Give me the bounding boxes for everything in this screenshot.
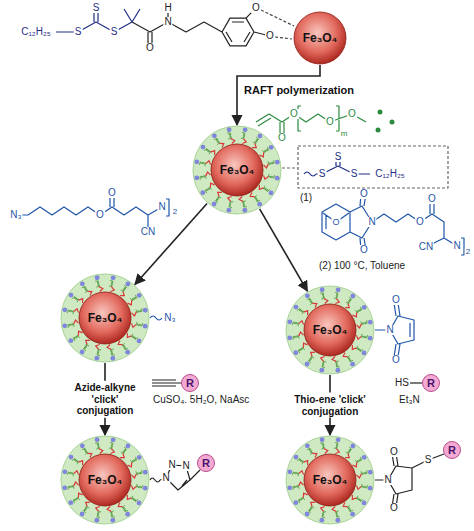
anchor-bonds <box>132 8 270 48</box>
nanoparticle: Fe₃O₄ <box>285 435 375 525</box>
group-symbol: R <box>186 378 194 389</box>
atom-label: CN <box>418 242 434 252</box>
atom-label: O <box>347 109 357 119</box>
substituent-circle: R <box>197 454 215 472</box>
atom-label: O <box>359 189 369 199</box>
atom-label: S <box>424 455 433 465</box>
substituent-circle: R <box>422 374 440 392</box>
alkyne-bonds <box>152 380 182 386</box>
nanoparticle: Fe₃O₄ <box>60 435 150 525</box>
atom-label: N <box>367 217 376 227</box>
atom-label: N <box>161 473 170 483</box>
substituent-circle: R <box>443 441 461 459</box>
reaction-arrow <box>260 209 308 291</box>
atom-label: O <box>391 295 401 305</box>
atom-label: S <box>74 27 83 37</box>
atom-label: O <box>427 194 437 204</box>
atom-label: N <box>167 460 176 470</box>
atom-label: O <box>289 109 299 119</box>
atom-label: S <box>92 3 101 13</box>
atom-label: O <box>331 218 340 227</box>
atom-label: O <box>265 31 275 41</box>
particle-label: Fe₃O₄ <box>313 474 348 486</box>
atom-label: O <box>389 447 399 457</box>
group-symbol: R <box>202 458 210 469</box>
monomer-bonds <box>256 106 366 136</box>
atom-label: O <box>391 355 401 365</box>
atom-label: O <box>277 133 287 143</box>
atom-label: O <box>251 3 261 13</box>
atom-label: O <box>95 210 105 220</box>
atom-label: S <box>318 169 327 179</box>
reaction-label: Azide-alkyne 'click' conjugation <box>67 381 143 418</box>
atom-label: O <box>107 188 117 198</box>
atom-label: S <box>350 169 359 179</box>
atom-label: O <box>359 245 369 255</box>
succinimide-bonds <box>375 453 444 507</box>
reaction-label: Thio-ene 'click' conjugation <box>292 393 368 418</box>
azide-bond <box>150 316 162 320</box>
group-symbol: R <box>427 378 435 389</box>
atom-label: m <box>340 130 349 138</box>
atom-label: 2 <box>465 248 471 256</box>
reaction-condition: (2) 100 °C, Toluene <box>318 261 406 271</box>
group-symbol: R <box>448 445 456 456</box>
particle-label: Fe₃O₄ <box>88 474 123 486</box>
thiol-bond <box>410 382 422 383</box>
inset-box <box>282 146 448 188</box>
maleimide-bonds <box>375 303 414 357</box>
particle-label: Fe₃O₄ <box>88 312 123 324</box>
particle-label: Fe₃O₄ <box>220 164 255 176</box>
particle-label: Fe₃O₄ <box>303 32 338 44</box>
nanoparticle: Fe₃O₄ <box>285 285 375 375</box>
atom-label: N <box>452 241 461 251</box>
atom-label: N₃ <box>163 313 176 323</box>
atom-label: S <box>334 152 343 162</box>
azo-maleimide-bonds <box>322 194 464 255</box>
atom-label: N <box>385 325 394 335</box>
atom-label: HS <box>394 378 410 388</box>
atom-label: H <box>163 3 172 13</box>
reaction-arrow <box>135 204 207 285</box>
atom-label: N <box>157 202 166 212</box>
nanoparticle: Fe₃O₄ <box>192 125 282 215</box>
reaction-condition: C₁₂H₂₅ <box>20 27 52 37</box>
atom-label: N₃ <box>9 210 22 220</box>
atom-label: O <box>415 217 425 227</box>
atom-label: O <box>145 43 155 53</box>
reaction-condition: C₁₂H₂₅ <box>374 169 406 179</box>
nanoparticle: Fe₃O₄ <box>60 273 150 363</box>
monomer-dots <box>376 110 395 133</box>
particle-label: Fe₃O₄ <box>313 324 348 336</box>
atom-label: N <box>383 475 392 485</box>
atom-label: O <box>325 117 335 127</box>
atom-label: N <box>181 461 190 471</box>
atom-label: N <box>163 17 172 27</box>
atom-label: (1) <box>299 193 313 203</box>
atom-label: CN <box>140 227 156 237</box>
substituent-circle: R <box>181 374 199 392</box>
atom-label: S <box>110 27 119 37</box>
nanoparticle: Fe₃O₄ <box>293 11 347 65</box>
reaction-label: RAFT polymerization <box>244 84 354 97</box>
atom-label: Et₃N <box>398 395 421 405</box>
atom-label: 2 <box>172 208 178 216</box>
reaction-condition: CuSO₄. 5H₂O, NaAsc <box>152 395 250 405</box>
atom-label: O <box>389 503 399 513</box>
